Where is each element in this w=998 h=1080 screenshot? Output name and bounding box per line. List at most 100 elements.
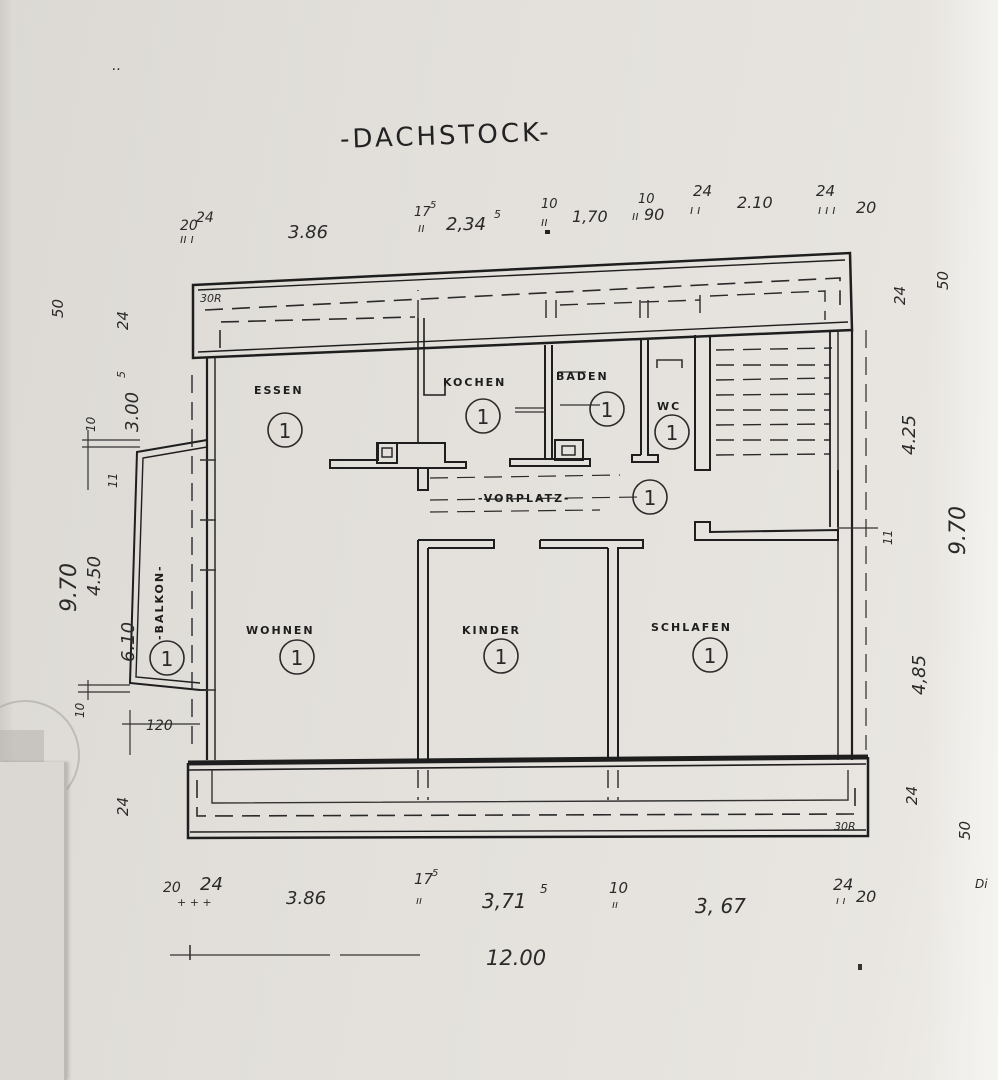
dim-top-24b: 24 xyxy=(693,182,712,200)
svg-text:24: 24 xyxy=(114,311,132,330)
dim-top-90: 90 xyxy=(644,205,664,224)
svg-text:24: 24 xyxy=(903,786,921,805)
dim-top-20: 20 xyxy=(180,218,198,234)
underlying-sheet xyxy=(0,762,67,1080)
dim-top-1-70: 1,70 xyxy=(572,207,608,226)
chimney-label-bottom: 30R xyxy=(834,820,856,833)
top-dimensions: 20 24 ıı ı 3.86 17 5 ıı 2,34 5 10 ıı 1,7… xyxy=(180,182,876,246)
exterior-walls: 30R 30R xyxy=(186,251,870,840)
svg-text:WC: WC xyxy=(657,400,681,413)
svg-text:+ + +: + + + xyxy=(177,896,212,909)
svg-text:24: 24 xyxy=(114,797,132,816)
svg-text:ıı: ıı xyxy=(612,898,618,911)
room-schlafen: SCHLAFEN 1 xyxy=(651,621,732,673)
svg-text:50: 50 xyxy=(956,821,974,840)
interior-walls xyxy=(329,290,839,800)
room-wc: WC 1 xyxy=(654,400,690,450)
plan-title: -DACHSTOCK- xyxy=(340,118,553,155)
svg-text:5: 5 xyxy=(494,208,501,221)
svg-text:ı ı: ı ı xyxy=(690,203,700,217)
dim-top-17-5: 17 xyxy=(414,205,431,220)
room-kinder: KINDER 1 xyxy=(462,624,521,674)
svg-text:ıı: ıı xyxy=(632,209,639,223)
left-dimensions: 50 24 3.00 5 10 11 9.70 4.50 6.10 10 120… xyxy=(49,299,200,816)
svg-text:-BALKON-: -BALKON- xyxy=(153,564,166,640)
dim-left-9-70: 9.70 xyxy=(57,563,82,612)
right-dimensions: 24 50 4.25 11 9.70 4,85 24 50 Di xyxy=(838,271,988,891)
dim-total-width: 12.00 xyxy=(486,946,546,970)
svg-text:5: 5 xyxy=(432,868,438,879)
margin-text: Di xyxy=(975,877,988,891)
dim-top-10a: 10 xyxy=(541,197,558,212)
svg-text:4.25: 4.25 xyxy=(899,415,920,455)
svg-text:50: 50 xyxy=(49,299,67,318)
svg-text:5: 5 xyxy=(540,882,548,896)
svg-text:ESSEN: ESSEN xyxy=(254,384,304,397)
svg-text:ıı: ıı xyxy=(416,894,422,907)
svg-text:24: 24 xyxy=(833,875,853,894)
svg-text:KOCHEN: KOCHEN xyxy=(443,376,506,389)
dim-top-2-345: 2,34 xyxy=(446,214,486,235)
svg-text:120: 120 xyxy=(146,718,173,734)
svg-text:1: 1 xyxy=(279,419,292,443)
svg-text:-VORPLATZ-: -VORPLATZ- xyxy=(478,492,571,505)
svg-text:10: 10 xyxy=(73,702,87,718)
room-kochen: KOCHEN 1 xyxy=(443,376,506,434)
staircase xyxy=(715,332,839,527)
svg-text:11: 11 xyxy=(106,473,120,488)
svg-text:1: 1 xyxy=(704,644,717,668)
svg-text:1: 1 xyxy=(477,405,490,429)
svg-text:3.00: 3.00 xyxy=(122,392,143,432)
svg-text:20: 20 xyxy=(163,880,181,896)
corner-mark: ‥ xyxy=(112,58,121,74)
svg-text:6.10: 6.10 xyxy=(118,622,139,662)
svg-text:24: 24 xyxy=(200,874,223,895)
svg-text:4,85: 4,85 xyxy=(909,655,930,695)
svg-text:3.86: 3.86 xyxy=(286,888,326,909)
svg-text:ı ı: ı ı xyxy=(836,894,846,907)
dim-top-3-86: 3.86 xyxy=(288,222,328,243)
svg-text:1: 1 xyxy=(601,398,614,422)
svg-text:10: 10 xyxy=(609,879,628,897)
svg-text:1: 1 xyxy=(666,421,679,445)
stamp-fill xyxy=(0,730,44,762)
balcony xyxy=(128,375,216,750)
dim-top-24: 24 xyxy=(196,210,214,226)
room-wohnen: WOHNEN 1 xyxy=(246,624,315,675)
svg-text:BADEN: BADEN xyxy=(556,370,609,383)
dim-top-24c: 24 xyxy=(816,182,835,200)
svg-text:ıı: ıı xyxy=(418,221,425,235)
svg-text:1: 1 xyxy=(644,486,657,510)
room-essen: ESSEN 1 xyxy=(254,384,304,448)
svg-text:ıı: ıı xyxy=(541,215,548,229)
svg-text:4.50: 4.50 xyxy=(84,556,105,596)
svg-text:17: 17 xyxy=(414,870,434,888)
svg-text:50: 50 xyxy=(934,271,952,290)
dim-top-20b: 20 xyxy=(856,198,876,217)
svg-text:3,71: 3,71 xyxy=(482,889,527,913)
room-baden: BADEN 1 xyxy=(556,370,625,427)
svg-text:1: 1 xyxy=(291,646,304,670)
svg-text:WOHNEN: WOHNEN xyxy=(246,624,315,637)
svg-text:ı ı ı: ı ı ı xyxy=(818,203,836,217)
dim-right-9-70: 9.70 xyxy=(946,506,971,555)
svg-text:SCHLAFEN: SCHLAFEN xyxy=(651,621,732,634)
svg-text:ıı ı: ıı ı xyxy=(180,232,194,246)
paper-highlight xyxy=(928,0,998,1080)
room-balkon: -BALKON- 1 xyxy=(149,564,185,676)
svg-text:3, 67: 3, 67 xyxy=(695,894,746,918)
svg-text:1: 1 xyxy=(161,647,174,671)
svg-text:KINDER: KINDER xyxy=(462,624,521,637)
svg-text:11: 11 xyxy=(881,530,895,545)
svg-text:5: 5 xyxy=(430,200,436,211)
room-vorplatz: -VORPLATZ- 1 xyxy=(478,479,668,515)
svg-text:24: 24 xyxy=(891,286,909,305)
dim-top-2-10: 2.10 xyxy=(737,193,773,212)
dim-top-10b: 10 xyxy=(638,192,655,207)
svg-text:20: 20 xyxy=(856,887,876,906)
svg-text:10: 10 xyxy=(84,416,98,432)
chimney-label-top: 30R xyxy=(200,292,222,305)
bottom-dimensions: 20 24 + + + 3.86 17 5 ıı 3,71 5 10 ıı 3,… xyxy=(163,868,876,970)
svg-text:5: 5 xyxy=(115,371,128,378)
